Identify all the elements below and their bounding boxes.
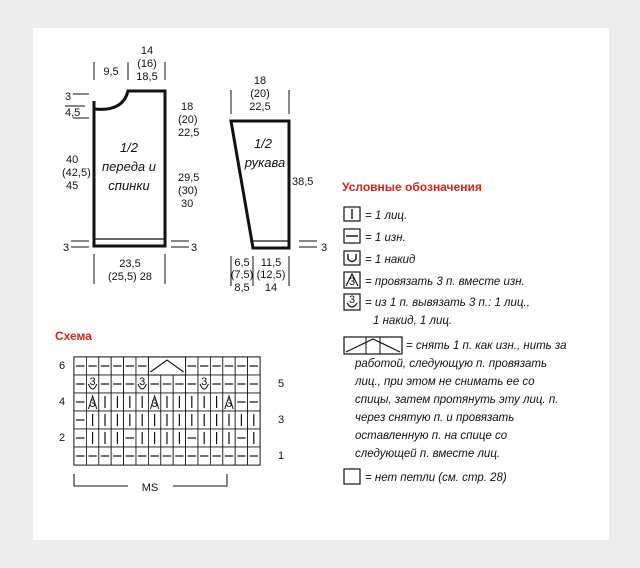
body-height-3: 45 [66,180,78,192]
legend-slip-4: спицы, затем протянуть эту лиц. п. [355,394,558,406]
neck-bottom: 4,5 [65,107,80,119]
sleeve-label-2: рукава [244,155,285,170]
row-label-3: 3 [278,414,284,426]
no-stitch-icon [343,468,361,485]
bottom-width-1: 23,5 [119,258,140,270]
legend: Условные обозначения = 1 лиц. = 1 изн. =… [342,180,567,485]
chart-slip-mark [150,359,184,373]
bottom-width-2: (25,5) 28 [108,271,152,283]
row-label-6: 6 [59,360,65,372]
body-label-3: спинки [108,178,149,193]
legend-title: Условные обозначения [342,180,482,194]
legend-slip-5: через снятую п. и провязать [355,412,514,424]
neck-width-1: 14 [141,45,153,57]
p3tog-number: 3 [152,398,158,410]
svg-text:3: 3 [349,294,355,306]
p3tog-mark [87,394,98,410]
sleeve-label-1: 1/2 [254,136,273,151]
sleeve-bl-1: 6,5 [234,257,249,269]
legend-no-stitch: = нет петли (см. стр. 28) [365,472,507,484]
sleeve-top-2: (20) [250,88,270,100]
yarn-over-icon [343,250,361,266]
shoulder-width: 9,5 [103,66,118,78]
svg-text:3: 3 [349,276,355,288]
inc3-mark [87,383,98,390]
p3tog-number: 3 [90,398,96,410]
side-1: 29,5 [178,172,199,184]
chart-slip-cell [147,356,187,376]
sleeve-bl-3: 8,5 [234,282,249,294]
side-2: (30) [178,185,198,197]
legend-yarn-over: = 1 накид [365,254,415,266]
p3tog-mark [224,394,234,410]
side-3: 30 [181,198,193,210]
pattern-diagram: 9,5 14 (16) 18,5 3 4,5 40 (42,5) 45 18 (… [55,45,567,494]
row-label-2: 2 [59,432,65,444]
legend-inc-2: 1 накид, 1 лиц. [373,315,452,327]
repeat-label: MS [142,482,159,494]
purl-3-together-icon [343,271,361,289]
hem-right: 3 [191,242,197,254]
legend-p3tog: = провязать 3 п. вместе изн. [365,276,525,288]
body-height-2: (42,5) [62,167,91,179]
sleeve-top-3: 22,5 [249,101,270,113]
increase-3-icon [343,293,361,311]
sleeve-height: 38,5 [292,176,313,188]
legend-inc-1: = из 1 п. вывязать 3 п.: 1 лиц., [365,297,530,309]
legend-purl: = 1 изн. [365,232,406,244]
row-label-5: 5 [278,378,284,390]
chart-title: Схема [55,329,92,343]
inc3-mark [137,383,147,390]
inc3-number: 3 [90,376,96,388]
neck-top: 3 [65,91,71,103]
sleeve-outline [229,119,291,250]
body-schematic: 9,5 14 (16) 18,5 3 4,5 40 (42,5) 45 18 (… [62,45,199,284]
armhole-1: 18 [181,101,193,113]
legend-slip-2: работой, следующую п. провязать [354,358,547,370]
slip-pass-icon [343,336,403,355]
legend-slip-1: = снять 1 п. как изн., нить за [406,340,567,352]
pattern-page: 9,5 14 (16) 18,5 3 4,5 40 (42,5) 45 18 (… [33,28,609,540]
sleeve-cuff: 3 [321,242,327,254]
body-height-1: 40 [66,154,78,166]
armhole-3: 22,5 [178,127,199,139]
sleeve-top-1: 18 [254,75,266,87]
body-label-1: 1/2 [120,140,139,155]
inc3-number: 3 [201,376,207,388]
sleeve-schematic: 18 (20) 22,5 38,5 3 6,5 (7,5) 8,5 11,5 (… [229,75,327,294]
row-label-4: 4 [59,396,65,408]
sleeve-br-1: 11,5 [261,257,282,269]
neck-width-3: 18,5 [136,71,157,83]
legend-slip-6: оставленную п. на спице со [355,430,508,442]
hem-left: 3 [63,242,69,254]
p3tog-mark [149,394,160,410]
armhole-2: (20) [178,114,198,126]
row-label-1: 1 [278,450,284,462]
sleeve-bl-2: (7,5) [231,269,254,281]
sleeve-br-3: 14 [265,282,277,294]
body-outline [92,89,167,248]
inc3-mark [199,383,209,390]
body-label-2: переда и [102,159,156,174]
sleeve-br-2: (12,5) [257,269,286,281]
legend-slip-7: следующей п. вместе лиц. [355,448,500,460]
legend-slip-3: лиц., при этом не снимать ее со [354,376,535,388]
inc3-number: 3 [139,376,145,388]
p3tog-number: 3 [226,398,232,410]
neck-width-2: (16) [137,58,157,70]
legend-knit: = 1 лиц. [365,210,407,222]
